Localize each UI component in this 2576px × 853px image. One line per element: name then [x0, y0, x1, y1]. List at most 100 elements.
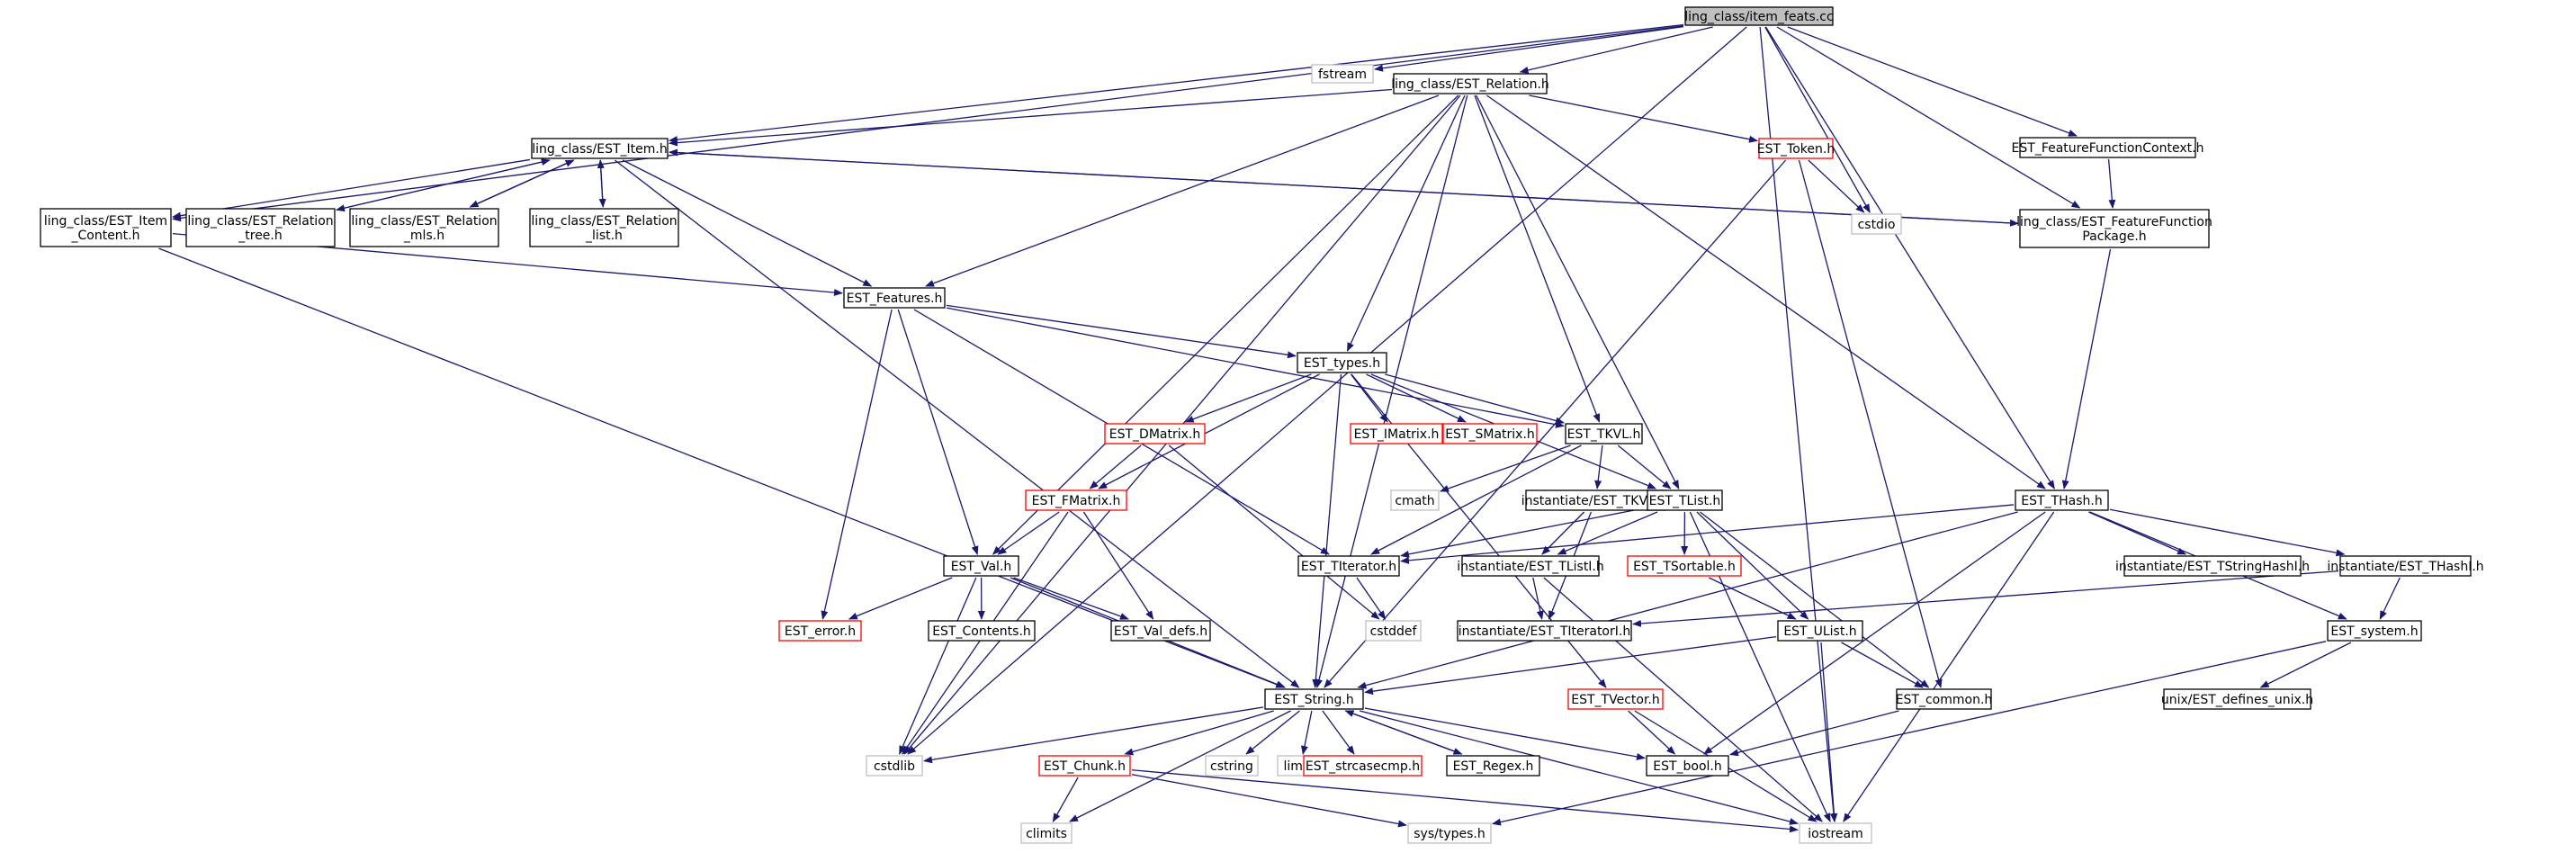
node-systypes[interactable]: sys/types.h: [1407, 822, 1492, 844]
edge-val-to-cstdlib: [899, 577, 977, 755]
node-contents[interactable]: EST_Contents.h: [928, 620, 1036, 642]
node-fstream[interactable]: fstream: [1311, 64, 1374, 84]
edge-relation-to-types: [1346, 94, 1466, 352]
edge-tlisti-to-titeratori: [1532, 577, 1544, 620]
node-cstdlib[interactable]: cstdlib: [866, 755, 923, 777]
node-box-ffpackage: [2019, 209, 2210, 248]
edge-chunk-to-systypes: [1131, 774, 1407, 828]
edge-thashi-to-titeratori: [1632, 570, 2339, 627]
node-tvector[interactable]: EST_TVector.h: [1567, 688, 1664, 710]
node-box-rellist: [529, 208, 679, 247]
node-tlisti[interactable]: instantiate/EST_TListI.h: [1457, 555, 1604, 577]
node-fmatrix[interactable]: EST_FMatrix.h: [1025, 489, 1127, 511]
edge-features-to-error: [821, 309, 893, 620]
node-tkvli[interactable]: instantiate/EST_TKVLI.h: [1521, 489, 1671, 511]
edge-ulist-to-iostream: [1820, 642, 1838, 822]
node-rellist[interactable]: ling_class/EST_Relation_list.h: [529, 208, 679, 247]
edge-relation-to-estring: [1315, 94, 1468, 688]
edge-types-to-estring: [1312, 373, 1342, 688]
node-box-features: [843, 287, 946, 309]
edge-root-to-itemcontent: [172, 25, 1684, 222]
node-box-estring: [1264, 688, 1364, 710]
node-strcasecmp[interactable]: EST_strcasecmp.h: [1303, 755, 1423, 777]
node-token[interactable]: EST_Token.h: [1757, 138, 1835, 159]
node-definesunix[interactable]: unix/EST_defines_unix.h: [2161, 688, 2313, 710]
node-label-token: EST_Token.h: [1757, 142, 1835, 157]
node-label-cstdlib: cstdlib: [874, 759, 915, 774]
node-regex[interactable]: EST_Regex.h: [1446, 755, 1540, 777]
node-thash[interactable]: EST_THash.h: [2015, 489, 2109, 511]
node-titerator[interactable]: EST_TIterator.h: [1297, 555, 1400, 577]
node-label-tstringhashi: instantiate/EST_TStringHashI.h: [2115, 560, 2310, 574]
node-system[interactable]: EST_system.h: [2327, 620, 2422, 642]
node-bool[interactable]: EST_bool.h: [1646, 755, 1729, 777]
edge-regex-to-estring: [1344, 710, 1462, 755]
node-tkvl[interactable]: EST_TKVL.h: [1565, 423, 1643, 444]
node-val[interactable]: EST_Val.h: [943, 555, 1019, 577]
node-types[interactable]: EST_types.h: [1297, 352, 1387, 373]
node-box-regex: [1446, 755, 1540, 777]
node-ffcontext[interactable]: EST_FeatureFunctionContext.h: [2012, 137, 2204, 158]
node-label-estring: EST_String.h: [1274, 693, 1353, 707]
node-thashi[interactable]: instantiate/EST_THashI.h: [2327, 555, 2484, 577]
node-dmatrix[interactable]: EST_DMatrix.h: [1104, 423, 1206, 444]
node-relation[interactable]: ling_class/EST_Relation.h: [1391, 73, 1549, 94]
node-estring[interactable]: EST_String.h: [1264, 688, 1364, 710]
node-reltree[interactable]: ling_class/EST_Relation_tree.h: [185, 208, 336, 247]
edge-ffpackage-to-thash: [2061, 248, 2112, 489]
node-box-item: [531, 138, 669, 159]
edge-thashi-to-system: [2379, 577, 2401, 620]
node-common[interactable]: EST_common.h: [1896, 688, 1993, 710]
edge-types-to-fmatrix: [1098, 373, 1320, 489]
node-features[interactable]: EST_Features.h: [843, 287, 946, 309]
node-cmath[interactable]: cmath: [1390, 489, 1440, 511]
edge-chunk-to-climits: [1052, 777, 1079, 822]
node-relmls[interactable]: ling_class/EST_Relation_mls.h: [349, 208, 499, 247]
node-box-strcasecmp: [1303, 755, 1423, 777]
node-cstddef[interactable]: cstddef: [1365, 620, 1422, 642]
node-imatrix[interactable]: EST_IMatrix.h: [1350, 423, 1443, 444]
node-label-ulist: EST_UList.h: [1783, 624, 1856, 639]
node-label-fstream: fstream: [1318, 67, 1367, 82]
node-label-smatrix: EST_SMatrix.h: [1445, 427, 1535, 442]
node-box-tlist: [1647, 489, 1723, 511]
edge-fmatrix-to-valdefs: [1082, 511, 1154, 620]
edge-root-to-relation: [1519, 26, 1713, 74]
node-iostream[interactable]: iostream: [1799, 822, 1872, 844]
edge-tlist-to-tlisti: [1557, 511, 1658, 555]
edge-token-to-common: [1798, 159, 1943, 688]
node-ulist[interactable]: EST_UList.h: [1777, 620, 1863, 642]
edge-types-to-dmatrix: [1184, 373, 1312, 423]
edge-root-to-ffcontext: [1787, 26, 2078, 137]
node-box-cstddef: [1365, 620, 1422, 642]
node-label-tkvli: instantiate/EST_TKVLI.h: [1521, 494, 1671, 508]
node-item[interactable]: ling_class/EST_Item.h: [531, 138, 669, 159]
node-label-contents: EST_Contents.h: [932, 624, 1031, 639]
node-root[interactable]: ling_class/item_feats.cc: [1684, 6, 1834, 26]
edge-tkvl-to-tlist: [1617, 444, 1672, 489]
node-climits[interactable]: climits: [1020, 822, 1073, 844]
node-label-titerator: EST_TIterator.h: [1301, 560, 1396, 574]
node-box-fstream: [1311, 64, 1374, 84]
node-chunk[interactable]: EST_Chunk.h: [1038, 755, 1131, 777]
edge-system-to-definesunix: [2259, 642, 2352, 688]
node-tstringhashi[interactable]: instantiate/EST_TStringHashI.h: [2115, 555, 2310, 577]
node-smatrix[interactable]: EST_SMatrix.h: [1442, 423, 1538, 444]
node-titeratori[interactable]: instantiate/EST_TIteratorI.h: [1457, 620, 1632, 642]
node-tsortable[interactable]: EST_TSortable.h: [1627, 555, 1742, 577]
node-tlist[interactable]: EST_TList.h: [1647, 489, 1723, 511]
node-itemcontent[interactable]: ling_class/EST_Item_Content.h: [40, 208, 172, 247]
node-cstdio[interactable]: cstdio: [1851, 213, 1902, 235]
node-label-definesunix: unix/EST_defines_unix.h: [2161, 693, 2313, 707]
node-box-ffcontext: [2019, 137, 2196, 158]
node-label-thashi: instantiate/EST_THashI.h: [2327, 560, 2483, 574]
node-label-relmls: _mls.h: [403, 229, 444, 243]
node-box-token: [1758, 138, 1834, 159]
node-label-reltree: ling_class/EST_Relation: [187, 214, 333, 229]
node-cstring[interactable]: cstring: [1205, 755, 1259, 777]
node-label-relation: ling_class/EST_Relation.h: [1391, 77, 1549, 92]
node-valdefs[interactable]: EST_Val_defs.h: [1110, 620, 1211, 642]
edge-relation-to-val: [992, 94, 1459, 555]
node-error[interactable]: EST_error.h: [778, 620, 862, 642]
